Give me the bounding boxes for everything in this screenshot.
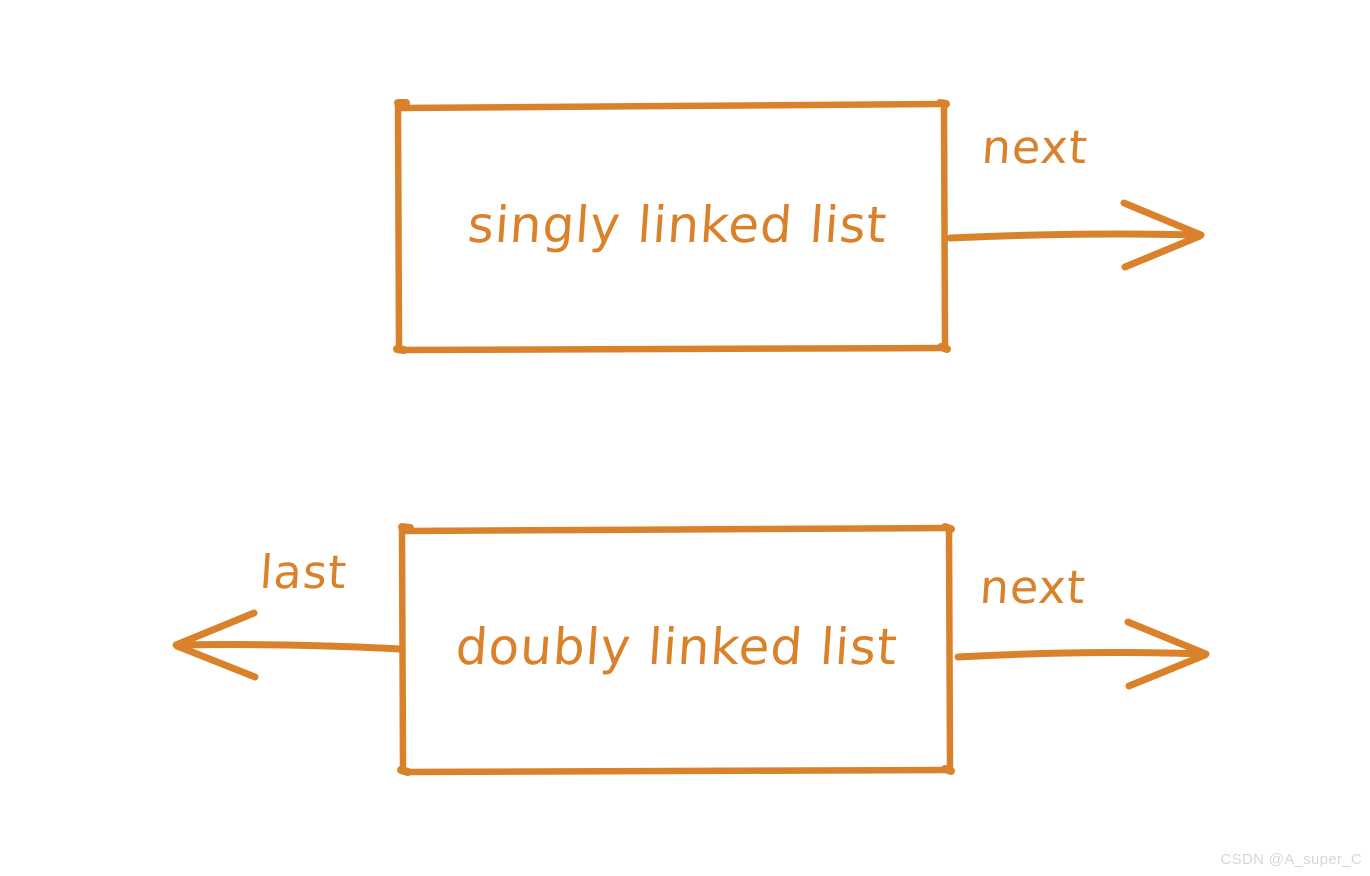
edge-label-doubly-next: next xyxy=(978,560,1088,614)
watermark-text: CSDN @A_super_C xyxy=(1220,851,1362,868)
edge-label-doubly-last: last xyxy=(258,545,349,599)
singly-linked-list-box xyxy=(393,99,951,354)
singly-next-arrow xyxy=(946,199,1205,271)
edge-label-singly-next: next xyxy=(980,120,1090,174)
doubly-linked-list-box xyxy=(397,523,955,776)
doubly-next-arrow xyxy=(954,618,1210,690)
node-label-singly-linked-list: singly linked list xyxy=(465,196,890,254)
doubly-last-arrow xyxy=(172,609,404,681)
node-label-doubly-linked-list: doubly linked list xyxy=(453,618,900,676)
